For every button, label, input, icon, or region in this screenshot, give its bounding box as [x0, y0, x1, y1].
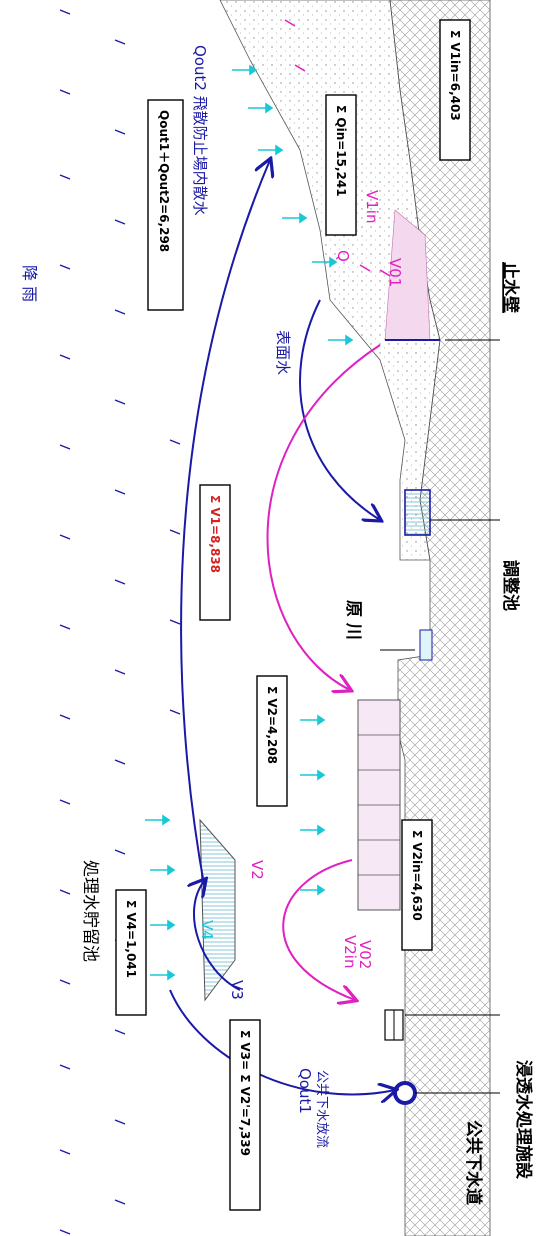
v2-flow-arrow	[282, 859, 355, 1000]
qout1-label: Qout1	[296, 1068, 314, 1114]
box-v2-sum-text: Σ V2=4,208	[265, 686, 279, 764]
rain-label: 降 雨	[20, 265, 39, 302]
leachate-plant-label: 浸透水処理施設	[513, 1060, 534, 1180]
qout1-flow-arrow	[169, 989, 395, 1094]
river-label: 原 川	[343, 600, 363, 640]
infiltration-arrows	[145, 64, 354, 981]
public-sewer-icon	[393, 1081, 417, 1105]
box-qout-sum	[147, 99, 184, 311]
v2in-label: V2in	[341, 935, 359, 968]
box-v1-sum	[199, 484, 231, 621]
v1in-label: V1in	[363, 190, 381, 223]
v2-label: V2	[248, 860, 266, 880]
regulating-pond	[404, 489, 431, 536]
box-v1-sum-text: Σ V1=8,838	[208, 495, 222, 573]
regulating-pond-label: 調整池	[500, 560, 521, 611]
v02-label: V02	[356, 940, 374, 969]
surface-water-flow-arrow	[299, 299, 380, 520]
surface-water-label: 表面水	[274, 330, 292, 375]
box-qout-sum-text: Qout1＋Qout2=6,298	[157, 110, 171, 252]
v3-label: V3	[228, 980, 246, 1000]
river-channel	[419, 629, 433, 661]
qout2-label: Qout2 飛散防止場内散水	[191, 45, 209, 216]
box-v4-sum	[115, 889, 147, 1016]
v01-label: V01	[386, 258, 404, 287]
q-label: Q	[334, 250, 352, 262]
box-qin-sum-text: Σ Qin=15,241	[334, 105, 348, 197]
v2-cell-dividers	[358, 734, 400, 876]
rain-ticks	[59, 9, 181, 1235]
qout2-flow-arrow	[180, 160, 270, 891]
public-sewer-label: 公共下水道	[463, 1120, 484, 1205]
box-v1in-sum	[439, 19, 471, 161]
box-v1in-sum-text: Σ V1in=6,403	[448, 30, 462, 121]
cutoff-wall-label: 止水壁	[500, 262, 521, 313]
v4-label: V4	[198, 920, 216, 940]
pointer-lines	[380, 339, 500, 1094]
box-qin-sum	[325, 94, 357, 236]
box-v3-sum-text: Σ V3= Σ V2'=7,339	[238, 1030, 252, 1156]
box-v4-sum-text: Σ V4=1,041	[124, 900, 138, 978]
v1-flow-arrow	[266, 344, 381, 690]
v3-flow-arrow	[194, 880, 241, 991]
box-v2in-sum	[401, 819, 433, 951]
box-v2in-sum-text: Σ V2in=4,630	[410, 830, 424, 921]
treated-pond-label: 処理水貯留池	[80, 860, 100, 962]
treated-water-pond	[199, 818, 236, 1002]
box-v3-sum	[229, 1019, 261, 1211]
landfill-infiltration-ticks	[284, 19, 391, 277]
box-v2-sum	[256, 675, 288, 807]
landfill-dotted	[219, 0, 441, 561]
qout1-sub-label: 公共下水放流	[314, 1070, 329, 1148]
